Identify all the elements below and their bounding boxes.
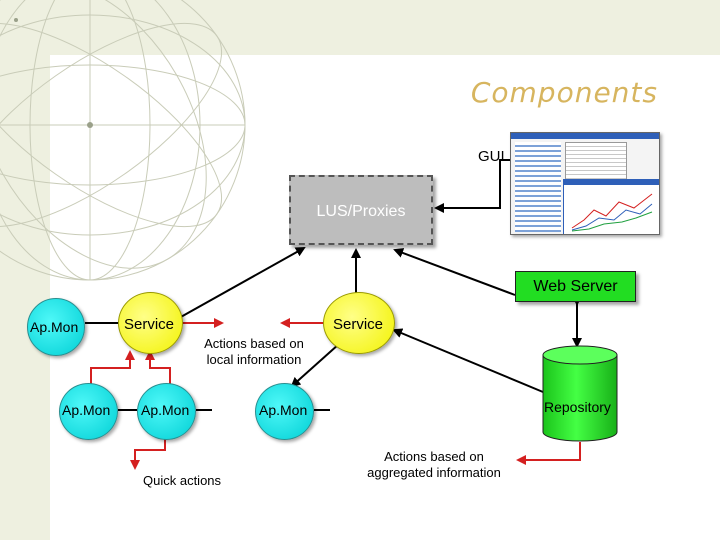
lus-proxies-label: LUS/Proxies — [316, 203, 406, 220]
lus-proxies-node: LUS/Proxies — [289, 175, 433, 245]
local-actions-line-2: local information — [206, 352, 302, 367]
service-right-node — [323, 292, 395, 354]
aggregated-actions-line-2: aggregated information — [367, 465, 501, 480]
apmon-bottom-1-label: Ap.Mon — [62, 402, 111, 418]
apmon-bottom-2-label: Ap.Mon — [141, 402, 190, 418]
web-server-label: Web Server — [533, 278, 618, 295]
apmon-bottom-2-node — [137, 383, 196, 440]
local-actions-note: Actions based on local information — [198, 336, 310, 368]
red-arrows — [90, 318, 581, 470]
local-actions-line-1: Actions based on — [204, 336, 304, 351]
black-arrows — [85, 159, 582, 411]
service-right-label: Service — [333, 316, 384, 333]
apmon-bottom-3-node — [255, 383, 314, 440]
service-left-label: Service — [124, 316, 175, 333]
apmon-top-left-label: Ap.Mon — [30, 319, 79, 335]
aggregated-actions-line-1: Actions based on — [384, 449, 484, 464]
gui-label: GUI — [478, 148, 505, 165]
repository-label: Repository — [544, 399, 611, 415]
aggregated-actions-note: Actions based on aggregated information — [358, 449, 510, 481]
gui-screenshot — [510, 132, 660, 235]
gui-plot-window — [563, 179, 659, 234]
web-server-node: Web Server — [515, 271, 636, 302]
apmon-top-left-node — [27, 298, 85, 356]
service-left-node — [118, 292, 183, 354]
slide-title: Components — [470, 76, 658, 109]
quick-actions-note: Quick actions — [143, 473, 222, 488]
apmon-bottom-3-label: Ap.Mon — [259, 402, 308, 418]
apmon-bottom-1-node — [59, 383, 118, 440]
